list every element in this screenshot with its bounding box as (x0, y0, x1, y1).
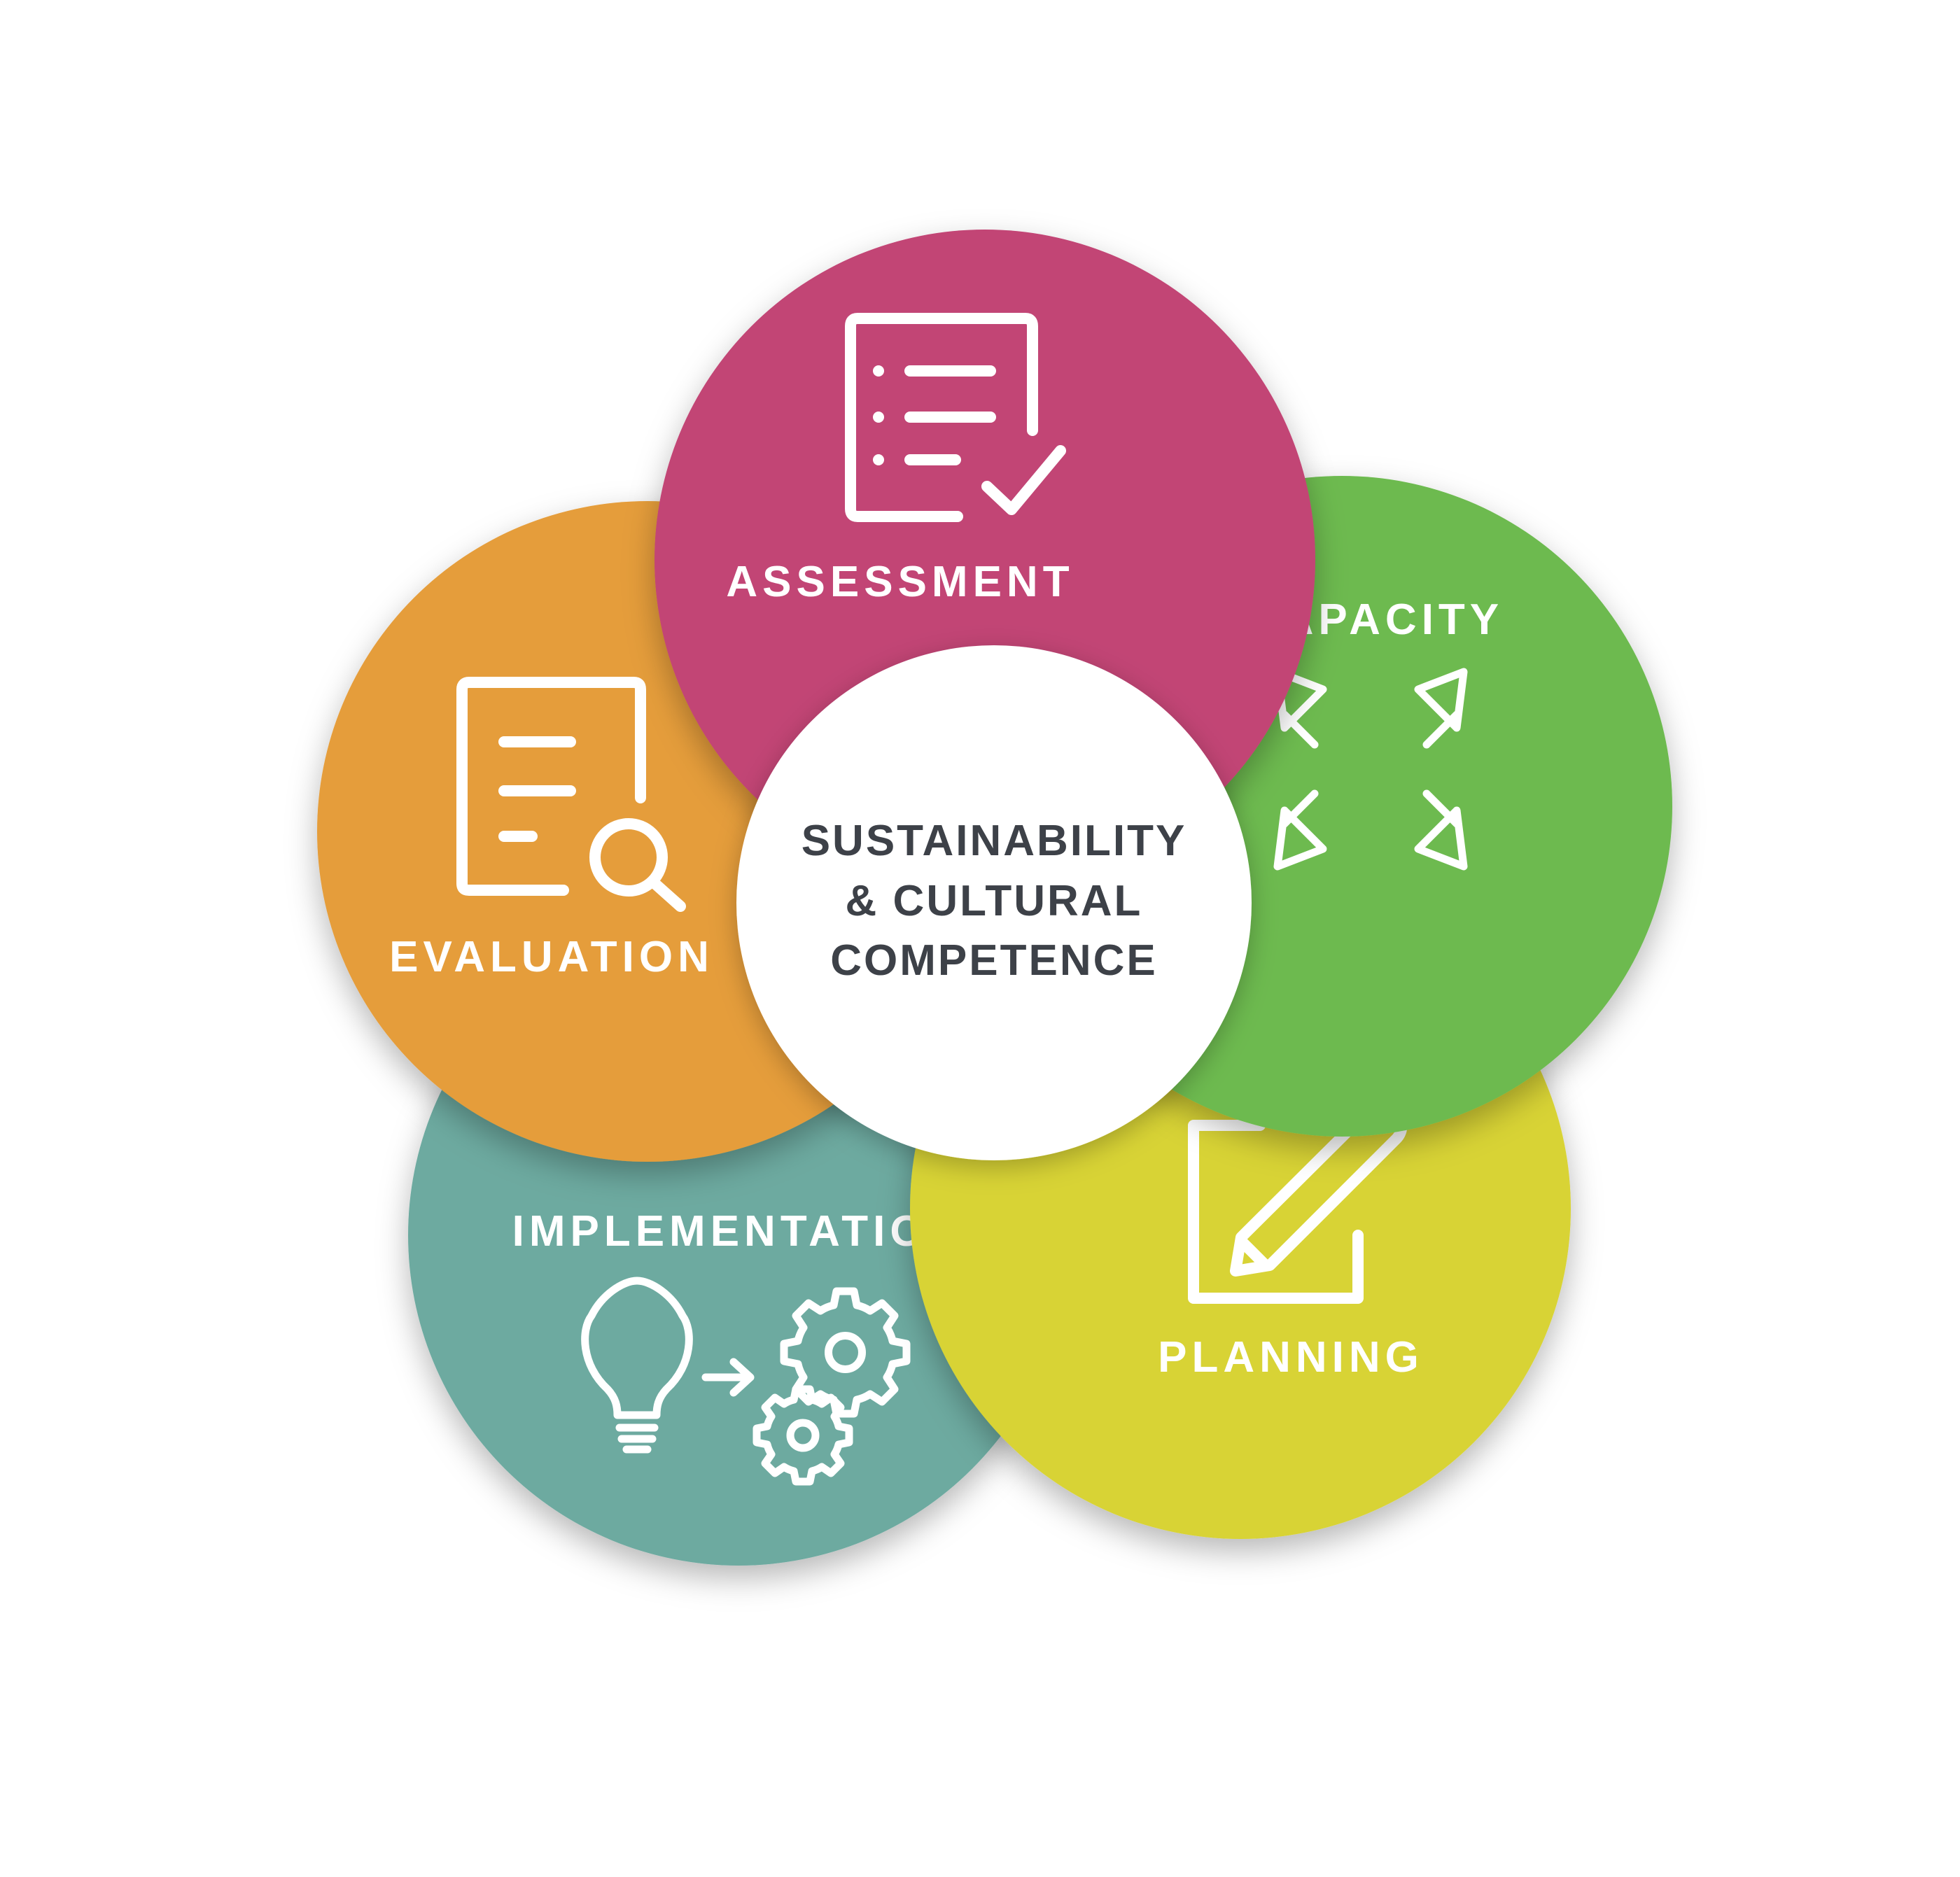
small-gear-icon (752, 1385, 853, 1486)
lightbulb-icon (581, 1277, 693, 1454)
center-circle (736, 645, 1252, 1160)
evaluation-label: EVALUATION (389, 933, 714, 981)
checklist-icon (845, 313, 1066, 522)
large-gear-icon (780, 1287, 911, 1418)
document-search-icon (456, 677, 686, 912)
center-line-2: & CULTURAL (846, 877, 1143, 925)
center-line-1: SUSTAINABILITY (802, 817, 1187, 865)
arrow-right-icon (701, 1358, 755, 1397)
assessment-label: ASSESSMENT (726, 558, 1074, 606)
center-line-3: COMPETENCE (830, 936, 1157, 985)
center-hub: SUSTAINABILITY & CULTURAL COMPETENCE (736, 645, 1252, 1160)
implementation-label: IMPLEMENTATION (512, 1207, 965, 1256)
planning-label: PLANNING (1158, 1333, 1424, 1382)
